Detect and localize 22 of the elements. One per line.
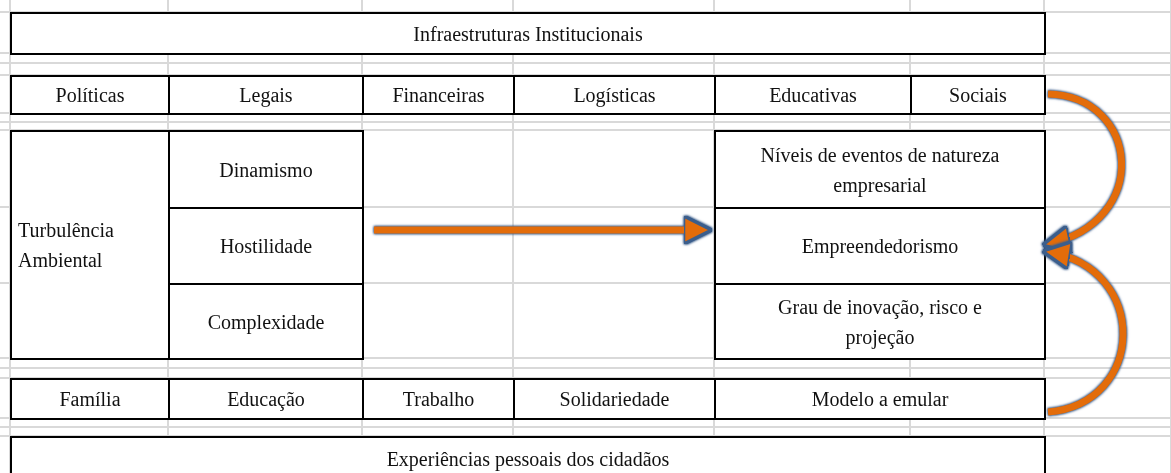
table-cell: Financeiras <box>362 75 515 115</box>
table-cell: Sociais <box>910 75 1046 115</box>
table-cell: Educativas <box>714 75 912 115</box>
table-cell: Família <box>10 378 170 420</box>
table-cell: Educação <box>168 378 364 420</box>
table-cell: Empreendedorismo <box>714 207 1046 285</box>
table-cell: Modelo a emular <box>714 378 1046 420</box>
table-cell: Grau de inovação, risco e projeção <box>714 283 1046 360</box>
table-cell: Turbulência Ambiental <box>10 130 170 360</box>
arrow <box>1040 242 1127 416</box>
table-cell: Experiências pessoais dos cidadãos <box>10 436 1046 473</box>
table-cell: Dinamismo <box>168 130 364 209</box>
arrow <box>1041 90 1125 253</box>
table-cell: Logísticas <box>513 75 716 115</box>
table-cell: Complexidade <box>168 283 364 360</box>
table-cell: Legais <box>168 75 364 115</box>
table-cell: Trabalho <box>362 378 515 420</box>
table-cell: Infraestruturas Institucionais <box>10 12 1046 55</box>
table-cell: Hostilidade <box>168 207 364 285</box>
table-cell: Solidariedade <box>513 378 716 420</box>
table-cell: Políticas <box>10 75 170 115</box>
table-cell: Níveis de eventos de natureza empresarial <box>714 130 1046 209</box>
